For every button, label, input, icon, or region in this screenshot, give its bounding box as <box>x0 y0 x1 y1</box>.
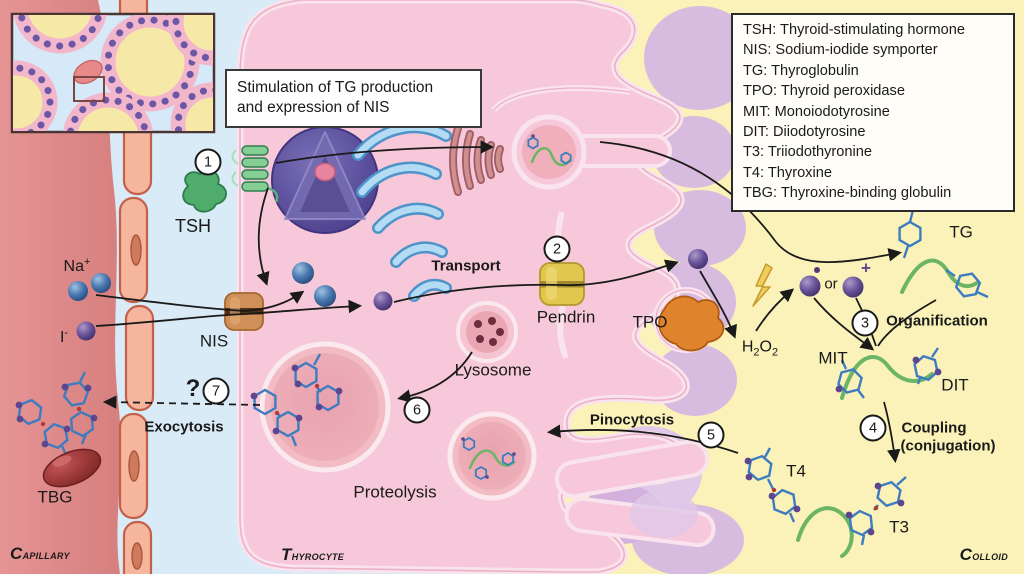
sodium-symbol: Na <box>63 258 85 275</box>
step-5-badge: 5 <box>697 421 725 449</box>
sodium-ions <box>68 262 336 307</box>
mit-label: MIT <box>818 348 848 368</box>
thyrocyte-region-label: Thyrocyte <box>281 545 345 564</box>
pinocytosis-label: Pinocytosis <box>589 411 675 429</box>
legend-line: TSH: Thyroid-stimulating hormone <box>743 22 965 38</box>
step-6-badge: 6 <box>403 396 431 424</box>
secretory-vesicle <box>511 114 672 190</box>
pendrin-label: Pendrin <box>536 307 596 327</box>
colloid-region-label: Colloid <box>959 545 1008 564</box>
step-2-badge: 2 <box>543 235 571 263</box>
legend-line: TPO: Thyroid peroxidase <box>743 83 905 100</box>
step-3-badge: 3 <box>851 309 879 337</box>
iodinium-charge-label: + <box>861 258 871 278</box>
step-number: 6 <box>412 402 422 418</box>
or-label: or <box>824 275 838 293</box>
legend-line: MIT: Monoiodotyrosine <box>743 103 890 120</box>
uncertainty-question-mark: ? <box>185 375 201 402</box>
organification-label: Organification <box>886 312 988 330</box>
lysosome <box>456 301 518 363</box>
step-number: 4 <box>868 420 878 436</box>
tg-label: TG <box>949 222 973 242</box>
callout-line: and expression of NIS <box>237 99 390 116</box>
abbreviation-legend: TSH: Thyroid-stimulating hormone NIS: So… <box>731 13 1015 212</box>
t3-label: T3 <box>889 517 909 537</box>
legend-line: NIS: Sodium-iodide symporter <box>743 42 938 59</box>
sodium-label: Na+ <box>64 257 91 275</box>
inset-selection-rect <box>73 76 105 102</box>
process-arrows <box>95 140 937 464</box>
lysosome-label: Lysosome <box>454 360 532 380</box>
oxidation-bolt-icon <box>752 263 773 307</box>
legend-line: T4: Thyroxine <box>743 164 832 181</box>
h2o2-h: H <box>741 338 754 356</box>
step-number: 7 <box>211 383 221 399</box>
tpo-label: TPO <box>632 312 668 332</box>
h2o2-sub: 2 <box>772 346 779 359</box>
pinocytosis-vesicle <box>447 411 537 501</box>
exocytosis-label: Exocytosis <box>144 418 224 436</box>
t3-molecule <box>796 476 907 558</box>
iodide-charge: - <box>64 327 69 339</box>
t4-molecule <box>744 447 801 523</box>
iodide-ions <box>76 249 864 341</box>
tbg-protein <box>15 371 102 488</box>
h2o2-o: O <box>759 338 773 356</box>
mit-dit-molecule <box>835 347 942 400</box>
step-number: 2 <box>552 241 562 257</box>
tpo-enzyme <box>658 295 725 352</box>
conjugation-label: (conjugation) <box>900 437 996 455</box>
proteolysis-vesicle <box>250 341 391 473</box>
iodide-symbol: I <box>59 329 65 346</box>
capillary-region-label: Capillary <box>10 544 70 563</box>
step-number: 3 <box>860 315 870 331</box>
legend-line: DIT: Diiodotyrosine <box>743 124 866 141</box>
tbg-label: TBG <box>37 487 73 507</box>
proteolysis-label: Proteolysis <box>353 482 437 502</box>
step-1-badge: 1 <box>194 148 222 176</box>
tsh-receptor <box>231 145 279 203</box>
coupling-label: Coupling <box>901 419 967 437</box>
h2o2-sub: 2 <box>753 346 760 359</box>
pseudopod-arms <box>554 439 716 548</box>
step-4-badge: 4 <box>859 414 887 442</box>
legend-line: TBG: Thyroxine-binding globulin <box>743 185 952 202</box>
transport-label: Transport <box>431 257 501 275</box>
t4-label: T4 <box>786 461 806 481</box>
thyroid-follicle-inset <box>10 12 216 134</box>
tsh-label: TSH <box>175 216 211 236</box>
nis-label: NIS <box>199 331 229 351</box>
tg-molecule <box>898 209 989 302</box>
iodide-label: I- <box>60 328 68 346</box>
step-7-badge: 7 <box>202 377 230 405</box>
exocytosis-dashed-arrow <box>102 395 261 409</box>
sodium-charge: + <box>84 256 91 268</box>
h2o2-label: H2O2 <box>741 338 779 359</box>
tsh-hormone <box>182 169 227 213</box>
callout-line: Stimulation of TG production <box>237 79 434 96</box>
stimulation-callout: Stimulation of TG production and express… <box>225 69 482 128</box>
legend-line: T3: Triiodothyronine <box>743 144 872 161</box>
dit-label: DIT <box>941 375 969 395</box>
legend-line: TG: Thyroglobulin <box>743 62 859 79</box>
step-number: 5 <box>706 427 716 443</box>
step-number: 1 <box>203 154 213 170</box>
